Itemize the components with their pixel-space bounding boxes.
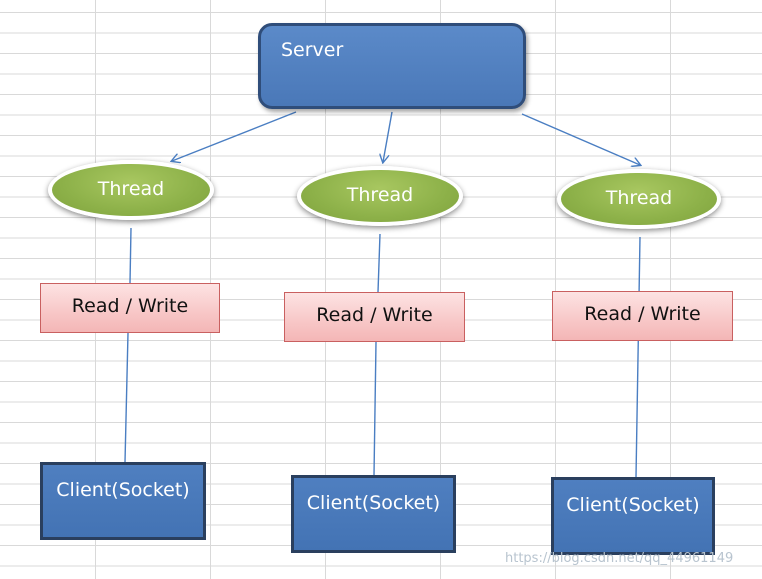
client-socket-label: Client(Socket) [56,479,190,501]
arrow-server-to-thread-3 [521,113,640,165]
thread-label: Thread [346,184,414,206]
read-write-label: Read / Write [316,304,433,326]
thread-node: Thread [48,160,214,220]
thread-label: Thread [605,187,673,209]
line-read-write-2-to-client-2 [373,341,377,476]
line-thread-2-to-read-write-2 [377,233,381,293]
read-write-node: Read / Write [40,283,220,333]
read-write-node: Read / Write [284,292,465,342]
read-write-label: Read / Write [584,303,701,325]
read-write-label: Read / Write [71,295,189,317]
client-socket-label: Client(Socket) [306,492,441,514]
thread-label: Thread [97,178,165,200]
server-node: Server [258,23,526,109]
arrow-server-to-thread-1 [172,111,297,161]
watermark-text: https://blog.csdn.net/qq_44961149 [505,551,734,566]
client-socket-node: Client(Socket) [40,462,206,540]
thread-node: Thread [297,166,463,226]
line-read-write-1-to-client-1 [124,332,129,463]
thread-node: Thread [557,169,721,229]
client-socket-node: Client(Socket) [291,475,456,553]
line-thread-1-to-read-write-1 [129,227,132,284]
server-label: Server [281,39,344,61]
client-socket-label: Client(Socket) [566,494,700,516]
arrow-server-to-thread-2 [383,111,393,162]
client-socket-node: Client(Socket) [551,477,715,555]
read-write-node: Read / Write [552,291,733,341]
line-thread-3-to-client-3 [635,236,641,478]
